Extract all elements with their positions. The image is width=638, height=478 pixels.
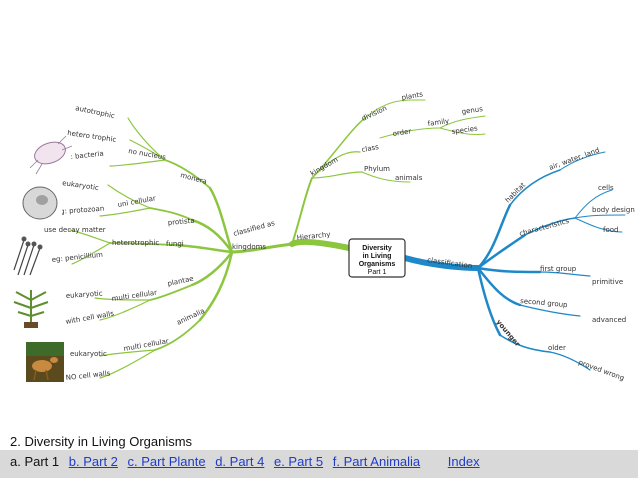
label-animals: animals [395,174,423,182]
label-food: food [603,226,618,234]
label-primitive: primitive [592,278,623,286]
label-with-cell-walls: with cell walls [65,310,115,326]
label-autotrophic: autotrophic [75,104,116,120]
label-multi-cellular-1: multi cellular [111,289,157,303]
penicillium-image [8,233,50,281]
label-no-cell-walls: NO cell walls [65,369,111,382]
label-second-group: second group [520,297,569,309]
right-branches [402,151,626,371]
link-part-2[interactable]: b. Part 2 [68,454,118,469]
label-phylum: Phylum [364,165,390,173]
navigation-links: a. Part 1 b. Part 2 c. Part Plante d. Pa… [10,454,480,469]
link-part-animalia[interactable]: f. Part Animalia [332,454,421,469]
mind-map-canvas: Diversity in Living Organisms Part 1 Hie… [8,90,635,383]
deer-image [26,342,64,382]
label-older: older [548,344,566,352]
label-air-water-land: air, water, land [548,146,601,172]
label-hierarchy: Hierarchy [296,230,330,241]
label-first-group: first group [540,265,577,273]
center-line-4: Part 1 [368,269,387,276]
label-genus: genus [461,105,484,116]
label-fungi: fungi [166,240,184,248]
label-uni-cellular: uni cellular [117,194,157,209]
slide-title: 2. Diversity in Living Organisms [10,434,193,449]
link-part-4[interactable]: d. Part 4 [215,454,265,469]
center-node[interactable]: Diversity in Living Organisms Part 1 [348,238,406,278]
left-labels: Hierarchy classified as kingdoms kingdom… [44,90,484,382]
label-classified-as: classified as [232,219,276,238]
label-division: division [360,104,388,123]
label-hetero-trophic: hetero trophic [67,129,117,144]
link-part-5[interactable]: e. Part 5 [273,454,324,469]
label-cells: cells [598,184,614,192]
link-index[interactable]: Index [447,454,480,469]
bacteria-image [29,135,73,175]
label-family: family [427,117,450,128]
label-body-design: body design [592,206,635,214]
label-eukaryotic-1: eukaryotic [62,179,100,192]
right-labels: classification habitat air, water, land … [427,146,635,382]
label-eukaryotic-3: eukaryotic [70,350,107,358]
label-order: order [392,127,412,138]
label-plants: plants [401,90,424,102]
fern-image [10,285,52,328]
label-use-decay-matter: use decay matter [44,226,106,234]
navigation-bar: a. Part 1 b. Part 2 c. Part Plante d. Pa… [0,450,638,478]
slide-footer: 2. Diversity in Living Organisms a. Part… [0,430,638,478]
center-line-1: Diversity [362,245,392,252]
label-heterotrophic: heterotrophic [112,239,159,247]
label-species: species [451,124,478,136]
label-class: class [361,143,380,154]
label-kingdom: kingdom [309,156,340,178]
center-line-2: in Living [363,253,392,260]
label-habitat: habitat [504,181,527,204]
current-part: a. Part 1 [10,454,60,469]
label-eg-protozoan: eg: protozoan [56,205,105,216]
label-advanced: advanced [592,316,626,324]
label-characteristics: characteristics [518,217,570,238]
center-line-3: Organisms [359,261,396,268]
mind-map: Diversity in Living Organisms Part 1 Hie… [8,90,635,383]
label-monera: monera [179,171,207,186]
label-protista: protista [167,217,194,227]
protozoan-image [20,183,62,223]
label-proved-wrong: proved wrong [577,358,625,382]
link-part-plante[interactable]: c. Part Plante [127,454,206,469]
label-kingdoms: kingdoms [232,243,266,251]
left-branches [69,99,486,379]
label-eukaryotic-2: eukaryotic [66,289,103,300]
